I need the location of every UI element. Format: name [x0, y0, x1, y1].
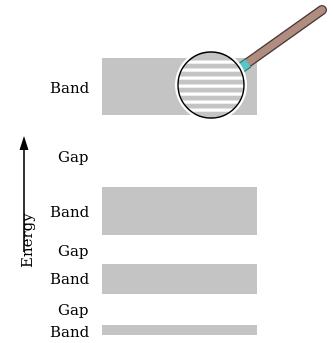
- band-second: [102, 187, 257, 235]
- band-bottom: [102, 325, 257, 335]
- label-band-bottom: Band: [50, 323, 90, 341]
- magnifier-lens-rim: [177, 51, 245, 119]
- label-gap-bottom: Gap: [58, 301, 89, 319]
- band-third: [102, 264, 257, 294]
- magnifying-glass-icon: [175, 5, 327, 121]
- label-band-top: Band: [50, 79, 90, 97]
- energy-axis-arrow: [19, 136, 29, 252]
- label-gap-top: Gap: [58, 148, 89, 166]
- energy-axis-label: Energy: [18, 213, 36, 268]
- label-band-third: Band: [50, 270, 90, 288]
- magnified-energy-levels: [178, 52, 244, 118]
- label-gap-middle: Gap: [58, 242, 89, 260]
- label-band-second: Band: [50, 203, 90, 221]
